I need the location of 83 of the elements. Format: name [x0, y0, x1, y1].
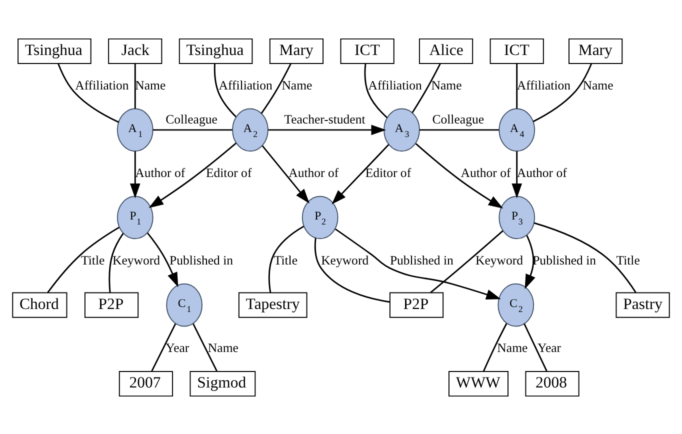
node-ellipse: C$_{2}$ [498, 282, 534, 326]
arrow [512, 150, 522, 198]
edge-label: Author of [288, 166, 339, 180]
connector [260, 63, 292, 114]
edge-label: Affiliation [75, 78, 129, 92]
edge-label: Editor of [365, 166, 412, 180]
edge-label: Author of [460, 166, 511, 180]
edge-label: Affiliation [516, 78, 571, 92]
node-ellipse: A$_{3}$ [384, 108, 420, 152]
edge-label: Name [497, 340, 528, 355]
edge-label: Year [538, 340, 562, 355]
node-box: Mary [568, 38, 623, 64]
edge-label: Published in [390, 253, 454, 268]
node-box: Mary [269, 38, 324, 64]
edge-label: Affiliation [218, 78, 272, 92]
node-box: Sigmod [190, 370, 256, 396]
edge-label: Title [274, 253, 298, 268]
connector [430, 230, 504, 293]
arrow [332, 144, 390, 204]
edge-label: Name [431, 78, 462, 92]
edge-label: Published in [170, 253, 234, 268]
node-ellipse: A$_{4}$ [498, 108, 536, 152]
edge-label: Colleague [432, 112, 484, 126]
edge-label: Affiliation [368, 78, 422, 92]
node-box: Pastry [616, 292, 670, 318]
connector [151, 323, 176, 371]
node-ellipse: C$_{1}$ [166, 282, 203, 326]
node-box: P2P [389, 292, 444, 318]
node-box: Tapestry [238, 292, 308, 318]
node-box: 2007 [118, 370, 174, 396]
arrow [415, 142, 504, 208]
arrow [334, 228, 501, 299]
edge-label: Name [208, 340, 238, 355]
connector [58, 62, 119, 122]
connector [134, 63, 136, 108]
connector [364, 63, 388, 118]
edge-label: Keyword [321, 253, 369, 268]
connector [482, 322, 508, 372]
edge-label: Colleague [166, 112, 218, 126]
node-box: Tsinghua [178, 38, 253, 64]
node-ellipse: A$_{1}$ [116, 108, 154, 152]
arrow [130, 150, 140, 198]
node-box: Alice [418, 38, 474, 64]
edge-label: Keyword [112, 253, 160, 268]
node-box: Tsinghua [18, 38, 92, 64]
connector [516, 63, 518, 108]
arrow [524, 234, 536, 289]
node-ellipse: P$_{1}$ [116, 195, 154, 239]
edge-label: Name [282, 78, 312, 92]
edge-label: Year [166, 340, 190, 355]
node-box: 2008 [525, 370, 580, 396]
node-box: Chord [12, 292, 68, 318]
connector [314, 237, 390, 302]
node-ellipse: P$_{2}$ [302, 195, 338, 239]
connector [108, 232, 124, 292]
arrow [262, 144, 310, 203]
edge-label: Name [582, 78, 614, 92]
connector [192, 323, 218, 371]
connector [534, 222, 636, 292]
edge-label: Keyword [476, 253, 524, 268]
edge-label: Teacher-student [284, 112, 366, 126]
connector [214, 63, 236, 117]
node-box: ICT [490, 38, 544, 64]
connector [47, 226, 120, 293]
node-ellipse: A$_{2}$ [232, 108, 268, 152]
arrow [146, 232, 178, 287]
connector [152, 128, 232, 130]
edge-label: Title [81, 253, 105, 268]
node-box: WWW [448, 370, 508, 396]
connector [412, 62, 441, 113]
arrow [148, 142, 236, 208]
edge-label: Author of [516, 166, 567, 180]
node-box: Jack [108, 38, 162, 64]
arrow [268, 124, 386, 135]
connector [419, 128, 499, 130]
edge-label: Title [616, 253, 640, 268]
connector [532, 62, 592, 122]
node-box: ICT [340, 38, 394, 64]
connector [524, 323, 548, 371]
edge-label: Editor of [206, 166, 252, 180]
node-box: P2P [84, 292, 139, 318]
connector [268, 225, 304, 292]
node-ellipse: P$_{3}$ [498, 195, 536, 239]
